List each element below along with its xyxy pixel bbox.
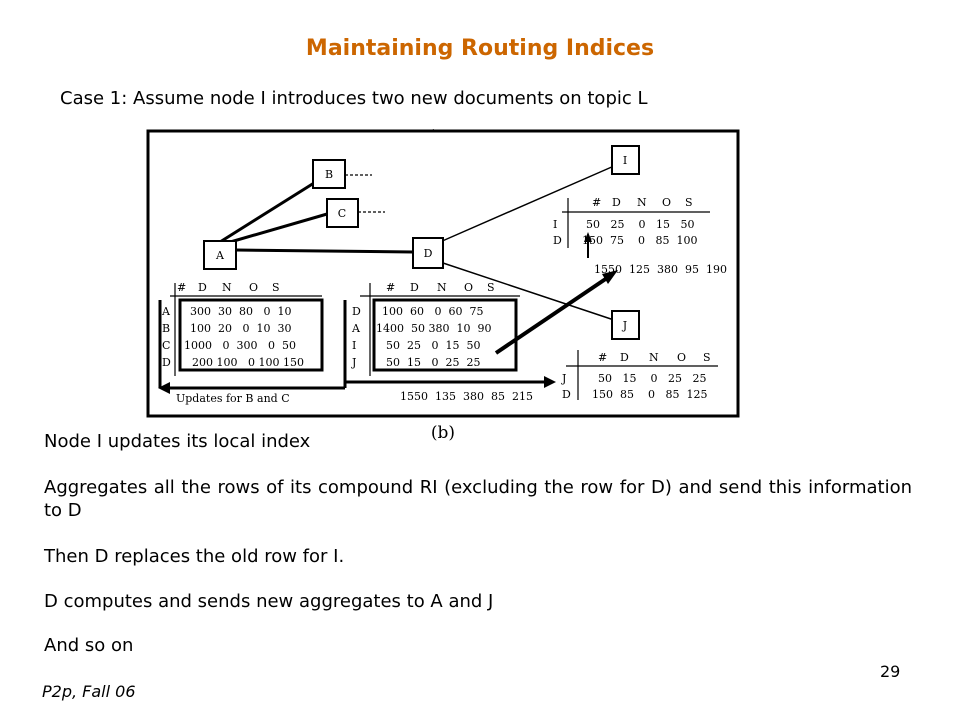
- svg-text:B: B: [162, 322, 170, 335]
- svg-text:A: A: [351, 322, 361, 335]
- table-node-A: # D N O S A 300 30 80 0 10 B 100 20 0 10…: [158, 281, 345, 405]
- svg-text:#: #: [386, 281, 395, 294]
- svg-text:D: D: [424, 247, 433, 260]
- svg-text:N: N: [649, 351, 659, 364]
- svg-text:N: N: [437, 281, 447, 294]
- slide-title: Maintaining Routing Indices: [305, 36, 655, 61]
- step-4: D computes and sends new aggregates to A…: [44, 591, 494, 612]
- hdr: N: [637, 196, 647, 209]
- aggregate-row: 1550 135 380 85 215: [400, 390, 533, 403]
- updates-label: Updates for B and C: [176, 392, 290, 405]
- hdr: O: [662, 196, 671, 209]
- svg-text:S: S: [487, 281, 495, 294]
- row-label: I: [553, 218, 557, 231]
- svg-text:1000 0 300 0 50: 1000 0 300 0 50: [184, 339, 296, 352]
- svg-text:B: B: [325, 168, 333, 181]
- svg-text:C: C: [338, 207, 346, 220]
- table-node-D: # D N O S D 100 60 0 60 75 A 1400 50 380…: [343, 281, 556, 403]
- aggregate-row: 1550 125 380 95 190: [594, 263, 727, 276]
- svg-text:I: I: [623, 154, 627, 167]
- svg-text:D: D: [352, 305, 361, 318]
- step-1: Node I updates its local index: [44, 431, 311, 452]
- row-cells: 50 25 0 15 50: [586, 218, 694, 231]
- svg-text:A: A: [215, 249, 225, 262]
- svg-text:150 85 0 85 125: 150 85 0 85 125: [592, 388, 707, 401]
- table-node-J: # D N O S J 50 15 0 25 25 D 150 85 0 85 …: [561, 350, 718, 401]
- svg-text:O: O: [249, 281, 258, 294]
- step-5: And so on: [44, 635, 134, 656]
- node-B: B: [312, 159, 346, 189]
- svg-text:O: O: [464, 281, 473, 294]
- svg-text:D: D: [620, 351, 629, 364]
- hdr: D: [612, 196, 621, 209]
- svg-text:300 30 80 0 10: 300 30 80 0 10: [190, 305, 291, 318]
- svg-text:50 15 0 25 25: 50 15 0 25 25: [386, 356, 480, 369]
- svg-text:C: C: [162, 339, 170, 352]
- svg-text:200 100 0 100 150: 200 100 0 100 150: [192, 356, 304, 369]
- node-D: D: [412, 237, 444, 269]
- row-cells: 150 75 0 85 100: [582, 234, 697, 247]
- svg-text:S: S: [272, 281, 280, 294]
- node-A: A: [203, 240, 237, 270]
- svg-text:50 15 0 25 25: 50 15 0 25 25: [598, 372, 706, 385]
- figure-caption: (b): [431, 423, 455, 443]
- table-node-I: # D N O S I 50 25 0 15 50 D 150 75 0 85 …: [553, 196, 727, 276]
- figure-top-mark: ': [432, 129, 434, 139]
- node-J: J: [611, 310, 640, 340]
- svg-text:O: O: [677, 351, 686, 364]
- page-number: 29: [880, 662, 901, 681]
- svg-text:100 20 0 10 30: 100 20 0 10 30: [190, 322, 291, 335]
- footer-course: P2p, Fall 06: [42, 682, 136, 701]
- svg-text:50 25 0 15 50: 50 25 0 15 50: [386, 339, 480, 352]
- step-3: Then D replaces the old row for I.: [44, 546, 345, 567]
- svg-text:#: #: [177, 281, 186, 294]
- svg-text:I: I: [352, 339, 356, 352]
- graph-edges: [219, 165, 615, 321]
- hdr: #: [592, 196, 601, 209]
- svg-text:D: D: [162, 356, 171, 369]
- slide-subtitle: Case 1: Assume node I introduces two new…: [60, 88, 648, 109]
- svg-text:#: #: [598, 351, 607, 364]
- routing-index-figure: ' B C A D I J: [146, 129, 740, 443]
- node-I: I: [611, 145, 640, 175]
- step-2: Aggregates all the rows of its compound …: [44, 477, 912, 521]
- row-label: D: [553, 234, 562, 247]
- svg-text:S: S: [703, 351, 711, 364]
- svg-text:D: D: [198, 281, 207, 294]
- svg-text:100 60 0 60 75: 100 60 0 60 75: [382, 305, 483, 318]
- svg-text:1400 50 380 10 90: 1400 50 380 10 90: [376, 322, 491, 335]
- svg-text:D: D: [410, 281, 419, 294]
- svg-text:A: A: [161, 305, 171, 318]
- svg-text:D: D: [562, 388, 571, 401]
- svg-text:N: N: [222, 281, 232, 294]
- svg-text:J: J: [351, 356, 356, 369]
- svg-text:J: J: [561, 372, 566, 385]
- node-C: C: [326, 198, 359, 228]
- svg-text:J: J: [622, 319, 627, 332]
- hdr: S: [685, 196, 693, 209]
